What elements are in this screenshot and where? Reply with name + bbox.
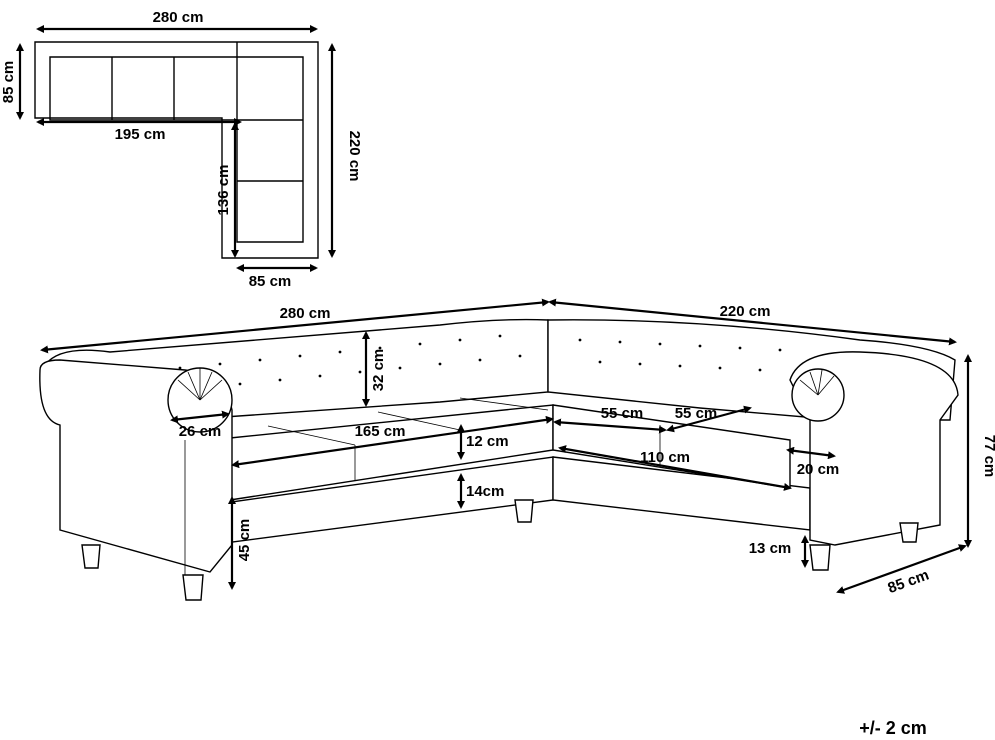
plan-short-seat-label: 136 cm	[215, 165, 232, 216]
total-height-label: 77 cm	[981, 435, 995, 478]
plan-corner-depth-label: 85 cm	[249, 273, 292, 290]
tolerance-note: +/- 2 cm	[859, 718, 927, 738]
right-length-arrow	[548, 298, 957, 346]
perspective-dimensions: 280 cm 220 cm 32 cm 26 cm 165 cm 12 cm 1…	[40, 298, 995, 598]
plan-long-seat-label: 195 cm	[115, 126, 166, 143]
depth-label: 85 cm	[886, 567, 932, 598]
seat-height-label: 45 cm	[236, 519, 253, 562]
right-seat-arrow	[558, 445, 792, 491]
left-length-arrow	[40, 298, 550, 354]
arm-width-arrow	[170, 410, 230, 424]
right-arm-width-label: 20 cm	[797, 461, 840, 478]
plan-total-depth-label: 220 cm	[346, 131, 363, 182]
leg-height-label: 13 cm	[749, 540, 792, 557]
right-arm-width-arrow	[786, 446, 836, 460]
left-seat-arrow	[231, 415, 554, 469]
right-length-label: 220 cm	[720, 303, 771, 320]
plan-seat-outline	[49, 56, 304, 243]
left-seat-label: 165 cm	[355, 423, 406, 440]
sofa-perspective	[39, 318, 959, 601]
left-arm-pleats	[177, 368, 223, 401]
sofa-legs	[81, 499, 919, 601]
base-height-label: 14cm	[466, 483, 504, 500]
plan-total-width-label: 280 cm	[153, 9, 204, 26]
backrest-height-label: 32 cm	[370, 349, 387, 392]
plan-depth-left-label: 85 cm	[0, 61, 17, 104]
plan-outline	[34, 41, 319, 259]
cushion-thickness-label: 12 cm	[466, 433, 509, 450]
left-length-label: 280 cm	[280, 305, 331, 322]
plan-view: 280 cm 85 cm 195 cm 220 cm 136 cm 85 cm	[0, 9, 363, 290]
right-seat-label: 110 cm	[640, 449, 690, 466]
cushion-seam	[459, 397, 549, 411]
right-arm-pleats	[799, 369, 835, 396]
right-cushion-b-label: 55 cm	[675, 405, 718, 422]
arm-width-label: 26 cm	[179, 423, 222, 440]
right-cushion-a-label: 55 cm	[601, 405, 644, 422]
depth-arrow	[836, 544, 967, 594]
right-cushion-b-arrow	[666, 405, 752, 433]
right-cushion-a-arrow	[553, 418, 667, 434]
